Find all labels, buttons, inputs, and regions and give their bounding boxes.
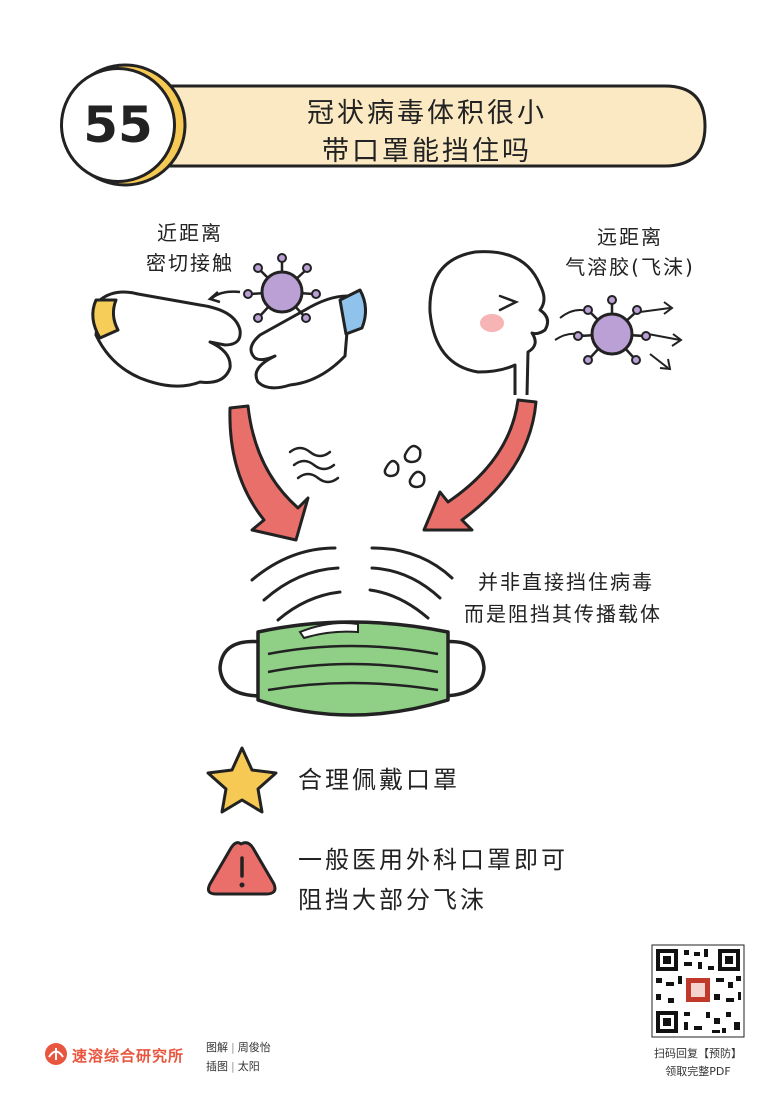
credit-illustration-text: 图解|周俊怡 bbox=[206, 1041, 271, 1054]
mask-note-line-1: 并非直接挡住病毒 bbox=[478, 570, 654, 594]
long-distance-label-2: 气溶胶(飞沫) bbox=[565, 255, 695, 279]
tip-surgical-mask-line-2: 阻挡大部分飞沫 bbox=[298, 886, 487, 914]
qr-caption-line-1: 扫码回复【预防】 bbox=[654, 1047, 742, 1060]
virus-icon-right bbox=[573, 295, 651, 365]
long-distance-label-1: 远距离 bbox=[597, 225, 663, 249]
topic-number: 55 bbox=[60, 67, 176, 183]
org-name: 速溶综合研究所 bbox=[72, 1047, 185, 1065]
head-illustration bbox=[428, 250, 683, 396]
air-flow-icon bbox=[288, 446, 340, 484]
warning-icon bbox=[207, 841, 277, 896]
org-logo-icon bbox=[45, 1043, 67, 1065]
arrow-left bbox=[228, 404, 310, 542]
droplets-icon bbox=[383, 444, 426, 489]
credit-drawing: 插图|太阳 bbox=[206, 1060, 260, 1073]
virus-icon bbox=[243, 253, 321, 323]
star-icon bbox=[206, 746, 278, 814]
close-contact-label-2: 密切接触 bbox=[146, 251, 234, 275]
page-title-line-1: 冠状病毒体积很小 bbox=[307, 98, 547, 129]
qr-code-icon bbox=[651, 944, 745, 1038]
credit1-role: 图解 bbox=[206, 1041, 228, 1054]
arrow-right bbox=[422, 398, 538, 532]
filter-waves-icon bbox=[250, 546, 454, 622]
mask-illustration bbox=[218, 620, 486, 717]
close-contact-label-1: 近距离 bbox=[157, 221, 223, 245]
tip-surgical-mask-line-1: 一般医用外科口罩即可 bbox=[298, 846, 568, 874]
mask-note-line-2: 而是阻挡其传播载体 bbox=[464, 602, 662, 626]
page-title-line-2: 带口罩能挡住吗 bbox=[322, 136, 532, 167]
qr-caption-line-2: 领取完整PDF bbox=[665, 1065, 731, 1078]
credit1-name: 周俊怡 bbox=[237, 1041, 271, 1054]
hands-illustration bbox=[91, 288, 367, 390]
tip-wear-mask: 合理佩戴口罩 bbox=[298, 766, 460, 794]
credit2-role: 插图 bbox=[206, 1060, 228, 1073]
credit2-name: 太阳 bbox=[237, 1060, 260, 1073]
